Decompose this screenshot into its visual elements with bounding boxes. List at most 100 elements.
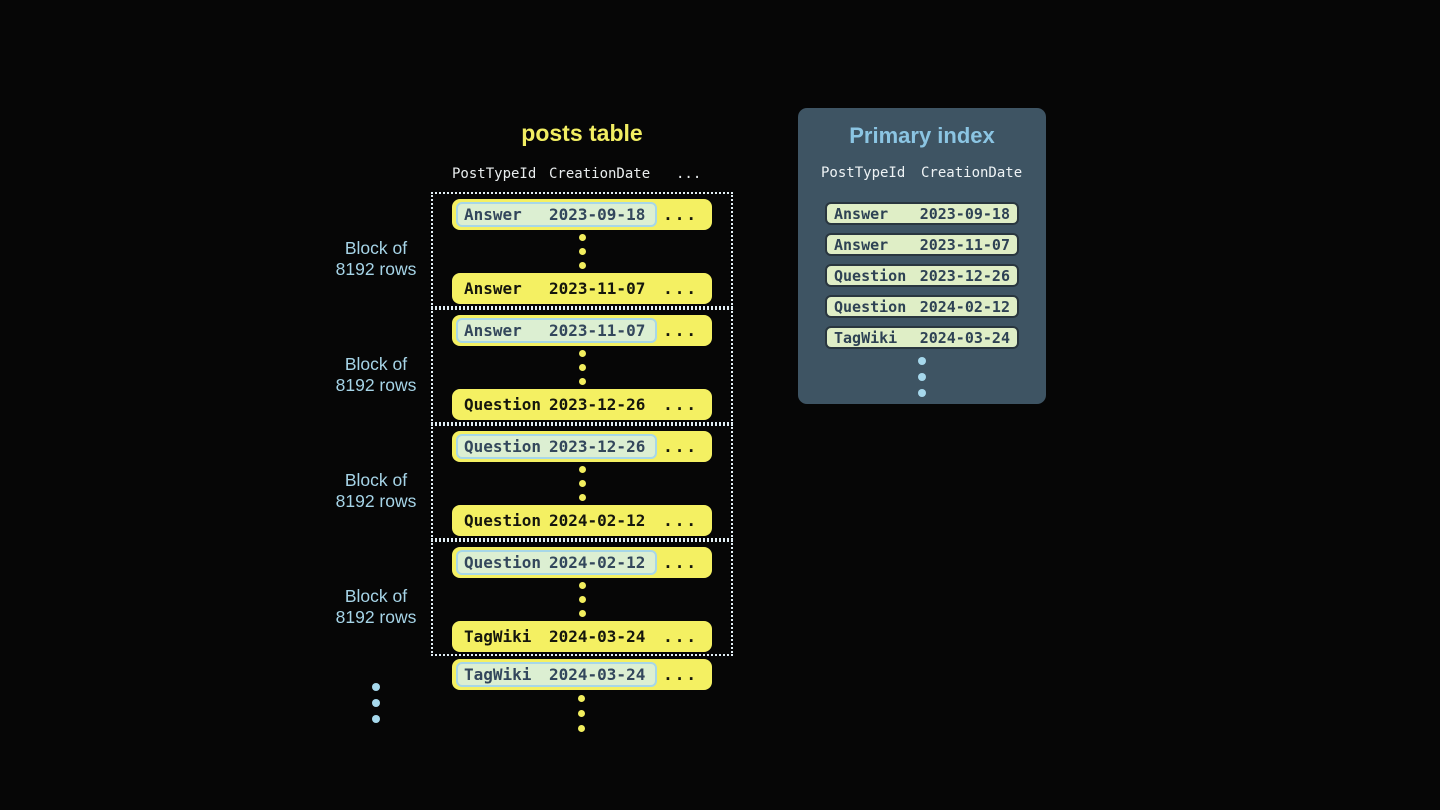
row-ellipsis: ... <box>663 665 698 684</box>
row-posttypeid: Question <box>464 511 542 530</box>
ellipsis-dot <box>578 234 586 241</box>
row-posttypeid: Answer <box>464 279 522 298</box>
rows-ellipsis-dots <box>452 350 712 385</box>
row-fields: Question 2024-02-12 <box>456 508 657 533</box>
index-row-creationdate: 2024-03-24 <box>919 328 1010 347</box>
index-col-creationdate: CreationDate <box>921 165 1023 181</box>
rows-ellipsis-dots <box>452 582 712 617</box>
ellipsis-dot <box>578 466 586 473</box>
row-creationdate: 2024-02-12 <box>549 511 646 530</box>
ellipsis-dot <box>578 725 585 732</box>
row-creationdate: 2024-02-12 <box>549 553 646 572</box>
posts-table-column-headers: PostTypeId CreationDate ... <box>431 166 733 182</box>
block-label-line2: 8192 rows <box>335 491 417 511</box>
rows-ellipsis-dots <box>452 234 712 269</box>
row-ellipsis: ... <box>663 511 698 530</box>
ellipsis-dot <box>578 262 586 269</box>
row-ellipsis: ... <box>663 437 698 456</box>
posts-col-ellipsis: ... <box>676 166 702 182</box>
posts-bottom-ellipsis-dots <box>578 695 585 732</box>
index-row-posttypeid: Answer <box>834 204 889 223</box>
block-label-line1: Block of <box>344 354 408 374</box>
posts-row: Question 2023-12-26... <box>452 389 712 420</box>
index-row-creationdate: 2023-12-26 <box>919 266 1010 285</box>
row-ellipsis: ... <box>663 553 698 572</box>
index-row-posttypeid: Question <box>834 297 907 316</box>
primary-index-title: Primary index <box>849 123 995 148</box>
row-posttypeid: Question <box>464 553 542 572</box>
posts-table-title: posts table <box>521 120 643 146</box>
row-creationdate: 2023-11-07 <box>549 321 646 340</box>
row-ellipsis: ... <box>663 321 698 340</box>
posts-more-rows-dots <box>578 695 585 732</box>
row-posttypeid: TagWiki <box>464 627 532 646</box>
indexed-entry-highlight: TagWiki 2024-03-24 <box>456 662 657 687</box>
ellipsis-dot <box>578 378 586 385</box>
index-row-creationdate: 2023-11-07 <box>919 235 1010 254</box>
row-creationdate: 2023-09-18 <box>549 205 646 224</box>
ellipsis-dot <box>578 494 586 501</box>
row-fields: TagWiki 2024-03-24 <box>456 624 657 649</box>
index-more-rows-dots <box>798 357 1046 397</box>
indexed-entry-highlight: Answer 2023-09-18 <box>456 202 657 227</box>
row-creationdate: 2023-12-26 <box>549 437 646 456</box>
row-fields: Question 2023-12-26 <box>456 392 657 417</box>
index-row-creationdate: 2024-02-12 <box>919 297 1010 316</box>
block-label-line2: 8192 rows <box>335 607 417 627</box>
posts-row: Question 2023-12-26... <box>452 431 712 462</box>
posts-block: Question 2023-12-26... Question 2024-02-12.… <box>431 424 733 540</box>
index-ellipsis-dots <box>798 357 1046 397</box>
row-creationdate: 2023-12-26 <box>549 395 646 414</box>
row-ellipsis: ... <box>663 627 698 646</box>
ellipsis-dot <box>918 357 926 365</box>
block-label-line2: 8192 rows <box>335 375 417 395</box>
row-creationdate: 2023-11-07 <box>549 279 646 298</box>
block-label-line1: Block of <box>344 586 408 606</box>
posts-row: Question 2024-02-12... <box>452 505 712 536</box>
block-label-line2: 8192 rows <box>335 259 417 279</box>
ellipsis-dot <box>578 582 586 589</box>
more-blocks-dots <box>372 683 380 723</box>
row-posttypeid: Answer <box>464 321 522 340</box>
row-creationdate: 2024-03-24 <box>549 665 646 684</box>
row-creationdate: 2024-03-24 <box>549 627 646 646</box>
ellipsis-dot <box>578 710 585 717</box>
row-posttypeid: TagWiki <box>464 665 532 684</box>
row-posttypeid: Answer <box>464 205 522 224</box>
ellipsis-dot <box>578 695 585 702</box>
primary-index-panel: Primary index PostTypeId CreationDate An… <box>798 108 1046 404</box>
block-label-line1: Block of <box>344 470 408 490</box>
ellipsis-dot <box>372 715 380 723</box>
ellipsis-dot <box>578 364 586 371</box>
posts-row: Answer 2023-11-07... <box>452 315 712 346</box>
rows-ellipsis-dots <box>452 466 712 501</box>
posts-row: TagWiki 2024-03-24... <box>452 621 712 652</box>
ellipsis-dot <box>372 699 380 707</box>
index-row-posttypeid: TagWiki <box>834 328 898 347</box>
posts-col-posttypeid: PostTypeId <box>452 166 537 182</box>
posts-col-creationdate: CreationDate <box>549 166 651 182</box>
primary-index-column-headers: PostTypeId CreationDate <box>798 165 1046 181</box>
row-ellipsis: ... <box>663 395 698 414</box>
row-posttypeid: Question <box>464 395 542 414</box>
indexed-entry-highlight: Question 2024-02-12 <box>456 550 657 575</box>
ellipsis-dot <box>578 480 586 487</box>
index-row: TagWiki 2024-03-24 <box>825 326 1019 349</box>
index-row: Question 2024-02-12 <box>825 295 1019 318</box>
ellipsis-dot <box>578 350 586 357</box>
row-posttypeid: Question <box>464 437 542 456</box>
posts-block: Answer 2023-11-07... Question 2023-12-26... <box>431 308 733 424</box>
row-fields: Answer 2023-11-07 <box>456 276 657 301</box>
